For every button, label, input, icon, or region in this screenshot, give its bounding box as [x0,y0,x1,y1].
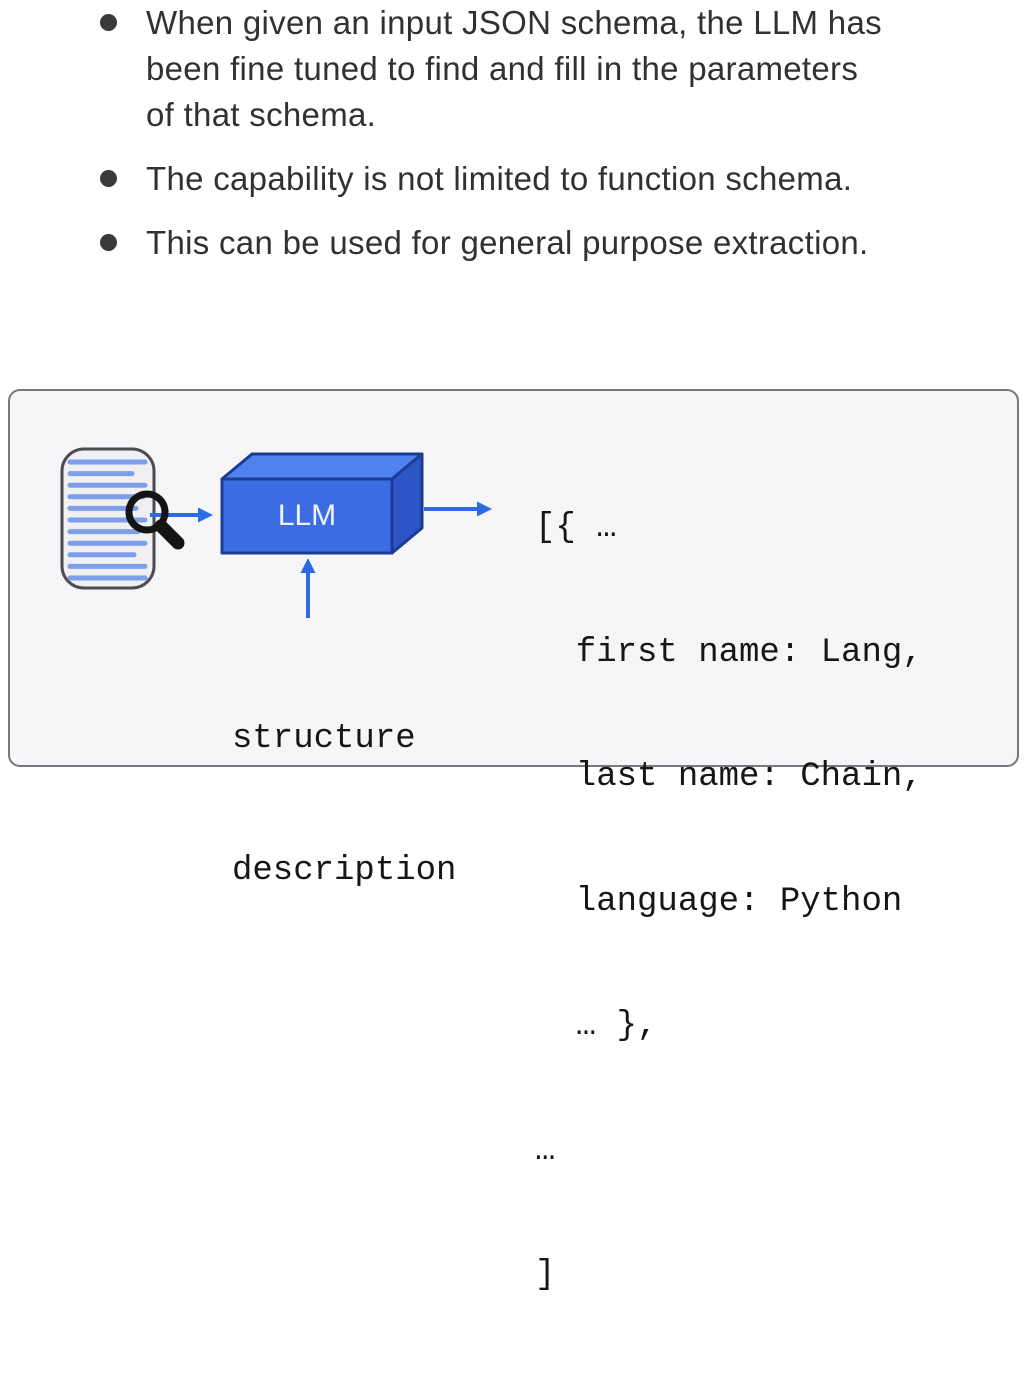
bullet-list: When given an input JSON schema, the LLM… [100,0,986,284]
structure-label-line: description [232,852,457,890]
json-output-line: [{ … [535,509,617,547]
bullet-dot [100,170,117,187]
bullet-item: When given an input JSON schema, the LLM… [100,0,986,138]
bullet-item: The capability is not limited to functio… [100,156,986,202]
diagram-panel: LLM structure description [{ … first nam… [8,389,1019,1294]
json-output-line: ] [535,1256,556,1294]
structure-description-label: structure description [232,629,456,981]
bullet-text-line: been fine tuned to find and fill in the … [146,50,859,87]
magnifier-handle [154,519,185,550]
bullet-item: This can be used for general purpose ext… [100,220,986,266]
structure-label-line: structure [232,720,416,758]
diagram-canvas [60,447,492,618]
llm-box-front-face [220,477,394,555]
bullet-text-line: This can be used for general purpose ext… [146,224,869,261]
llm-box [220,452,424,555]
input-arrow [150,507,213,523]
json-output-line: first name: Lang, [535,633,923,672]
document-icon [60,447,156,590]
structure-arrow [300,558,316,618]
bullet-text-line: When given an input JSON schema, the LLM… [146,4,882,41]
json-output-line: … }, [535,1007,658,1045]
json-output-line: … [535,1131,556,1170]
output-arrow [424,501,492,517]
input-arrow-head [198,507,213,523]
structure-arrow-head [300,558,316,573]
bullet-text-line: The capability is not limited to functio… [146,160,853,197]
bullet-text-line: of that schema. [146,96,377,133]
json-output-line: language: Python [535,882,903,921]
magnifier-icon [125,490,185,550]
bullet-dot [100,14,117,31]
llm-box-top-face [220,452,424,481]
magnifier-lens [125,490,169,534]
json-output-text: [{ … first name: Lang, last name: Chain,… [535,425,923,1380]
llm-box-label: LLM [277,499,337,532]
json-output-line: last name: Chain, [535,758,923,796]
output-arrow-head [477,501,492,517]
bullet-dot [100,234,117,251]
